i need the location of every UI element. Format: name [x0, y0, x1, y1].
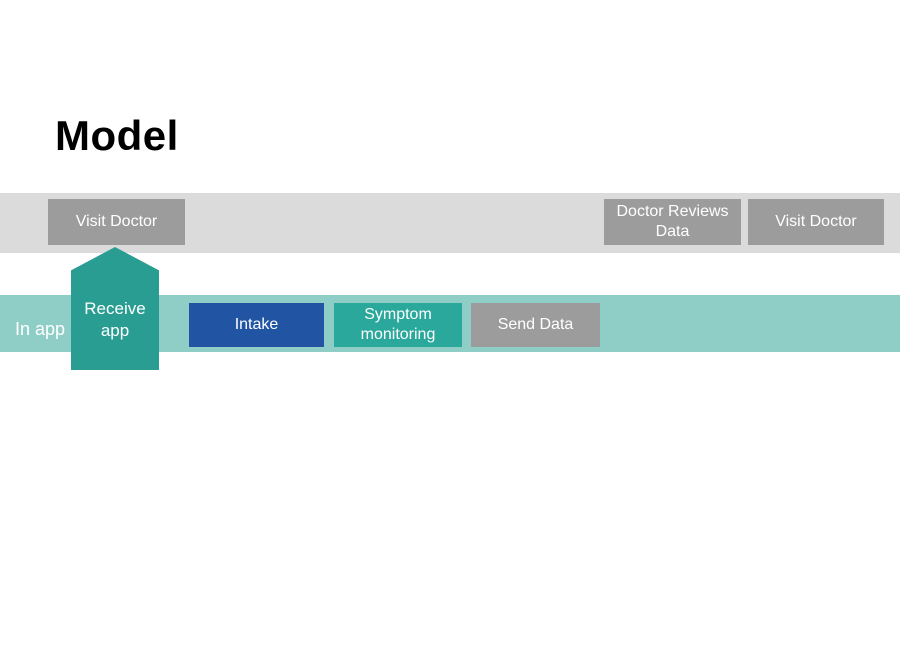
in-app-lane-label: In app: [15, 319, 66, 339]
page-title: Model: [55, 112, 179, 159]
step-doctor-reviews-data: Doctor Reviews Data: [604, 199, 741, 245]
receive-app-arrow: Receive app: [71, 247, 159, 370]
step-visit-doctor-second: Visit Doctor: [748, 199, 884, 245]
step-symptom-monitoring: Symptom monitoring: [334, 303, 462, 347]
step-visit-doctor-first: Visit Doctor: [48, 199, 185, 245]
step-send-data: Send Data: [471, 303, 600, 347]
step-intake: Intake: [189, 303, 324, 347]
